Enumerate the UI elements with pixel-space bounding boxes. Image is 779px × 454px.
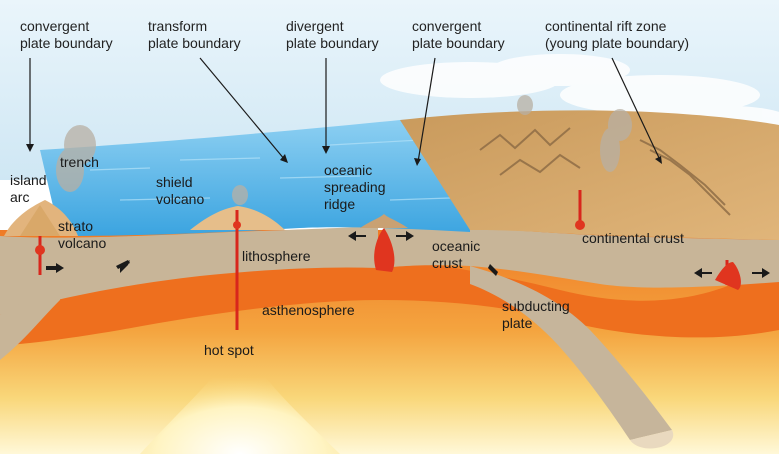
label-continental-crust: continental crust (582, 230, 684, 247)
label-oceanic-spreading-ridge: oceanic spreading ridge (324, 162, 386, 213)
label-asthenosphere: asthenosphere (262, 302, 355, 319)
label-convergent-boundary-right: convergent plate boundary (412, 18, 505, 52)
label-divergent-boundary: divergent plate boundary (286, 18, 379, 52)
label-transform-boundary: transform plate boundary (148, 18, 241, 52)
label-continental-rift-zone: continental rift zone (young plate bound… (545, 18, 689, 52)
label-trench: trench (60, 154, 99, 171)
label-island-arc: island arc (10, 172, 47, 206)
label-oceanic-crust: oceanic crust (432, 238, 480, 272)
label-lithosphere: lithosphere (242, 248, 311, 265)
label-shield-volcano: shield volcano (156, 174, 204, 208)
label-strato-volcano: strato volcano (58, 218, 106, 252)
label-convergent-boundary-left: convergent plate boundary (20, 18, 113, 52)
label-hot-spot: hot spot (204, 342, 254, 359)
label-subducting-plate: subducting plate (502, 298, 570, 332)
